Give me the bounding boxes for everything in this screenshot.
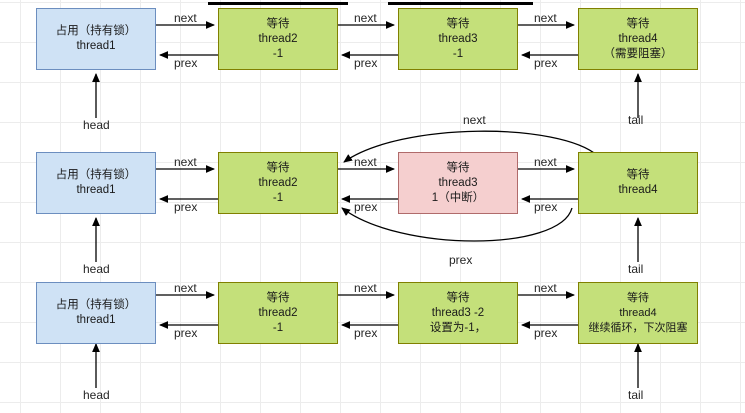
edge-label-r2-prex-1: prex xyxy=(174,200,198,214)
edge-label-r1-next-1: next xyxy=(174,11,197,25)
node-r1-thread3[interactable]: 等待 thread3 -1 xyxy=(398,8,518,70)
edge-label-r3-next-3: next xyxy=(534,281,557,295)
node-line: thread4 xyxy=(618,32,658,45)
node-line: thread1 xyxy=(76,314,116,326)
node-r2-thread3[interactable]: 等待 thread3 1（中断） xyxy=(398,152,518,214)
node-line: 设置为-1， xyxy=(429,321,487,334)
edge-label-r1-prex-3: prex xyxy=(534,56,558,70)
pointer-label-r3-head: head xyxy=(83,388,110,402)
node-line: thread2 xyxy=(258,306,298,319)
node-line: -1 xyxy=(272,47,284,60)
edge-label-r3-prex-1: prex xyxy=(174,326,198,340)
node-line: 等待 xyxy=(266,161,290,174)
edge-label-r1-prex-1: prex xyxy=(174,56,198,70)
node-line: thread2 xyxy=(258,32,298,45)
clipped-bar-left xyxy=(208,2,348,5)
node-line: -1 xyxy=(272,321,284,334)
node-line: 等待 xyxy=(626,17,650,30)
edge-label-r2-prex-3: prex xyxy=(534,200,558,214)
node-line: thread4 xyxy=(618,184,658,196)
node-line: thread3 xyxy=(438,32,478,45)
edge-label-r1-next-3: next xyxy=(534,11,557,25)
node-line: thread4 xyxy=(619,306,657,319)
edge-label-r1-next-2: next xyxy=(354,11,377,25)
node-line: 等待 xyxy=(266,17,290,30)
node-line: thread1 xyxy=(76,184,116,196)
node-line: 等待 xyxy=(627,291,649,304)
edge-label-r1-prex-2: prex xyxy=(354,56,378,70)
node-line: 继续循环，下次阻塞 xyxy=(588,321,688,334)
node-line: 等待 xyxy=(446,291,470,304)
node-r3-thread1[interactable]: 占用（持有锁） thread1 xyxy=(36,282,156,344)
node-r3-thread2[interactable]: 等待 thread2 -1 xyxy=(218,282,338,344)
node-line: thread1 xyxy=(76,40,116,52)
node-line: thread3 xyxy=(438,176,478,189)
edge-label-r2-next-1: next xyxy=(174,155,197,169)
node-line: 1（中断） xyxy=(431,191,485,204)
node-r2-thread1[interactable]: 占用（持有锁） thread1 xyxy=(36,152,156,214)
edge-label-r3-next-1: next xyxy=(174,281,197,295)
edge-label-r2-next-2: next xyxy=(354,155,377,169)
node-line: 等待 xyxy=(266,291,290,304)
node-r1-thread4[interactable]: 等待 thread4 （需要阻塞） xyxy=(578,8,698,70)
node-r1-thread2[interactable]: 等待 thread2 -1 xyxy=(218,8,338,70)
node-r3-thread3[interactable]: 等待 thread3 -2 设置为-1， xyxy=(398,282,518,344)
node-line: 等待 xyxy=(446,161,470,174)
pointer-label-r2-tail: tail xyxy=(628,262,644,276)
node-line: 等待 xyxy=(446,17,470,30)
node-line: 等待 xyxy=(626,169,650,181)
edge-label-r2-curve-prex: prex xyxy=(449,253,473,267)
node-line: （需要阻塞） xyxy=(603,47,673,60)
node-line: 占用（持有锁） xyxy=(55,299,137,311)
edge-label-r3-prex-2: prex xyxy=(354,326,378,340)
node-line: thread3 -2 xyxy=(431,306,485,319)
node-line: 占用（持有锁） xyxy=(55,25,137,37)
node-line: -1 xyxy=(272,191,284,204)
clipped-bar-right xyxy=(388,2,533,5)
node-r1-thread1[interactable]: 占用（持有锁） thread1 xyxy=(36,8,156,70)
edge-label-r3-next-2: next xyxy=(354,281,377,295)
node-line: 占用（持有锁） xyxy=(55,169,137,181)
node-line: thread2 xyxy=(258,176,298,189)
node-line: -1 xyxy=(452,47,464,60)
pointer-label-r2-head: head xyxy=(83,262,110,276)
node-r2-thread4[interactable]: 等待 thread4 xyxy=(578,152,698,214)
edge-label-r2-prex-2: prex xyxy=(354,200,378,214)
edge-label-r3-prex-3: prex xyxy=(534,326,558,340)
node-r2-thread2[interactable]: 等待 thread2 -1 xyxy=(218,152,338,214)
edge-label-r2-next-3: next xyxy=(534,155,557,169)
edge-label-r2-curve-next: next xyxy=(463,113,486,127)
node-r3-thread4[interactable]: 等待 thread4 继续循环，下次阻塞 xyxy=(578,282,698,344)
pointer-label-r1-tail: tail xyxy=(628,113,644,127)
pointer-label-r1-head: head xyxy=(83,118,110,132)
pointer-label-r3-tail: tail xyxy=(628,388,644,402)
